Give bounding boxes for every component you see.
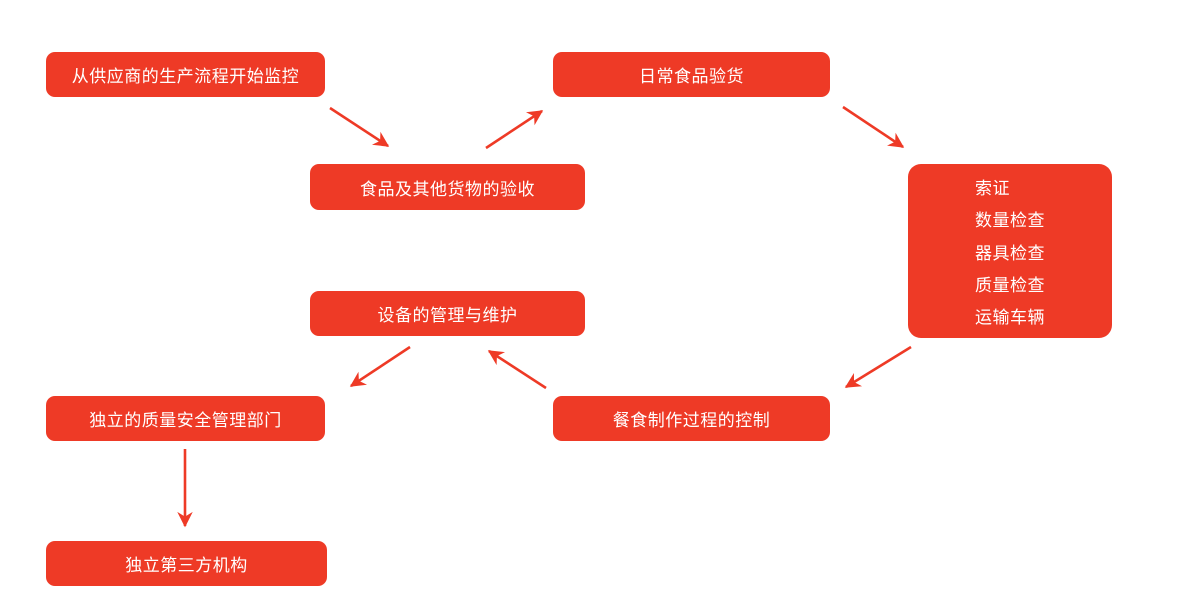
node-meal-process-control: 餐食制作过程的控制 [553,396,830,441]
node-label: 食品及其他货物的验收 [360,179,535,199]
arrow-checklist-to-meal [844,345,912,389]
node-supplier-monitor: 从供应商的生产流程开始监控 [46,52,325,97]
node-third-party: 独立第三方机构 [46,541,327,586]
node-label: 餐食制作过程的控制 [612,411,771,430]
check-list-item: 数量检查 [975,211,1045,231]
node-label: 独立的质量安全管理部门 [89,411,282,430]
check-list-item: 质量检查 [975,275,1045,295]
check-list-lines: 索证 数量检查 器具检查 质量检查 运输车辆 [975,164,1045,338]
arrow-meal-to-equipment [487,349,547,390]
node-daily-food-inspection: 日常食品验货 [553,52,830,97]
node-label: 从供应商的生产流程开始监控 [71,67,300,86]
node-qa-department: 独立的质量安全管理部门 [46,396,325,441]
check-list-item: 运输车辆 [975,308,1045,327]
arrow-supplier-to-acceptance [329,106,390,148]
node-goods-acceptance: 食品及其他货物的验收 [310,164,585,210]
check-list-item: 器具检查 [975,243,1045,263]
node-label: 设备的管理与维护 [377,306,518,325]
node-equipment-maintenance: 设备的管理与维护 [310,291,585,336]
node-label: 日常食品验货 [639,67,744,86]
node-label: 独立第三方机构 [125,556,248,575]
node-check-list: 索证 数量检查 器具检查 质量检查 运输车辆 [908,164,1112,338]
arrow-acceptance-to-daily [485,109,544,150]
check-list-item: 索证 [975,179,1010,198]
arrow-daily-to-checklist [842,105,905,149]
arrow-equipment-to-qa [349,345,411,388]
